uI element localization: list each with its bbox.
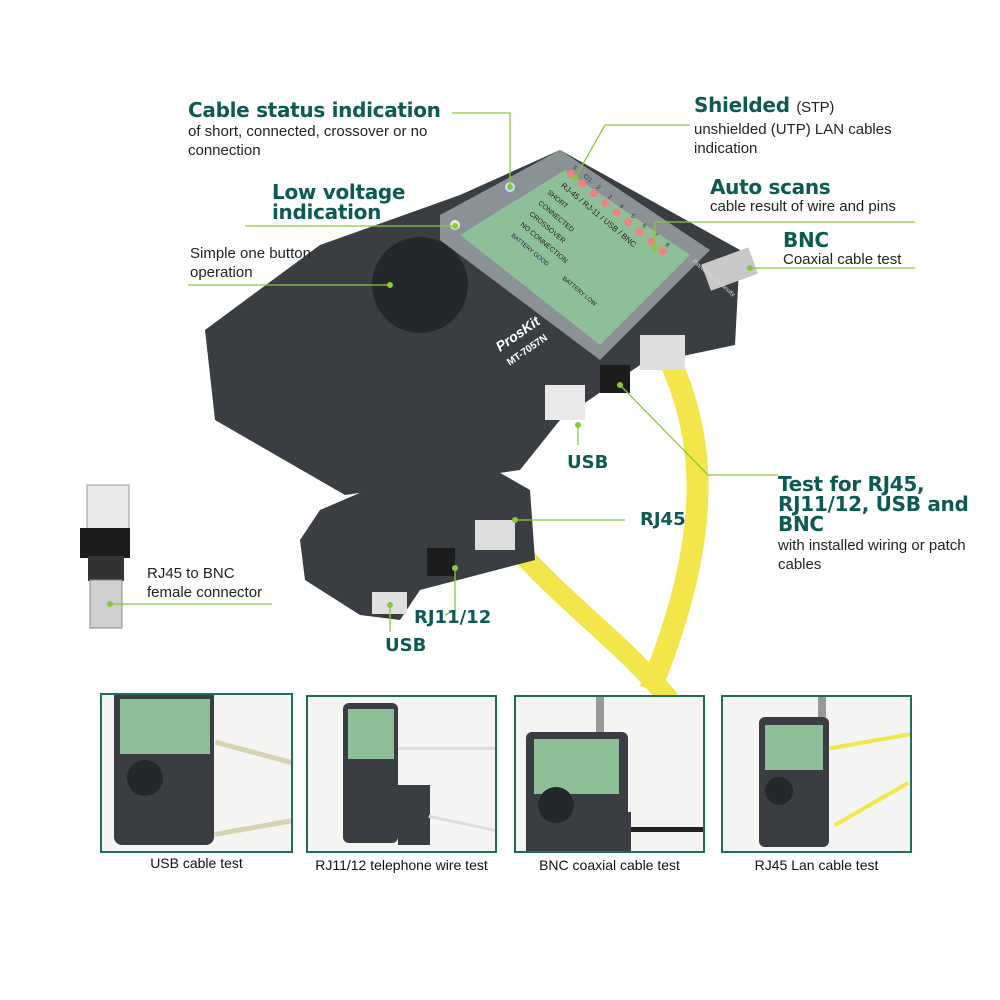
caption-bnc-test: BNC coaxial cable test [539,857,680,873]
usb-remote-label: USB [385,635,427,656]
bnc-text: Coaxial cable test [783,251,902,268]
auto-scans-title: Auto scans [710,175,831,199]
annotation-cable-status: Cable status indication of short, connec… [188,100,468,160]
adapter-text: RJ45 to BNC female connector [147,565,263,601]
caption-rj11-test: RJ11/12 telephone wire test [315,857,488,873]
pin-label-3: 3 [606,194,613,201]
panel-usb-test [100,693,293,853]
main-tester-body: ProsKit MT-7057N S C/1 2 3 4 5 6 7 8 RJ-… [205,150,758,495]
rj45-remote-label: RJ45 [640,509,686,530]
pin-label-6: 6 [641,223,648,230]
pin-labels: S C/1 2 3 4 5 6 7 8 [571,164,671,249]
rj45-to-bnc-adapter [80,484,130,629]
annotation-shielded: Shielded (STP) unshielded (UTP) LAN cabl… [694,95,924,158]
caption-rj45-test: RJ45 Lan cable test [754,857,879,873]
panel-bnc-test [514,695,705,853]
leader-dots [107,175,753,608]
shielded-text: unshielded (UTP) LAN cables indication [694,121,892,157]
rj45-port [640,335,685,370]
caption-usb-test: USB cable test [150,855,243,871]
remote-rj11-port [427,548,455,576]
remote-rj45-port [475,520,515,550]
low-voltage-title: Low voltage indication [272,180,406,224]
annotation-bnc: BNC Coaxial cable test [783,230,901,269]
pin-label-5: 5 [629,213,636,220]
rj11-remote-label: RJ11/12 [414,607,492,628]
pin-label-8: 8 [664,242,671,249]
annotation-test-for: Test for RJ45, RJ11/12, USB and BNC with… [778,474,978,574]
rj11-port [600,365,630,393]
rj45-cable [639,355,709,695]
panel-rj11-test [306,695,497,853]
shielded-title: Shielded [694,93,790,117]
pin-label-4: 4 [618,204,625,211]
bnc-connector [701,247,758,291]
test-for-title: Test for RJ45, RJ11/12, USB and BNC [778,472,969,536]
panel-rj45-test [721,695,912,853]
bnc-title: BNC [783,228,829,252]
pin-leds [566,169,667,256]
pin-label-c1: C/1 [582,173,594,184]
pin-label-7: 7 [652,233,659,240]
auto-scans-text: cable result of wire and pins [710,198,896,215]
remote-unit [300,450,535,620]
one-button-text: Simple one button operation [190,245,311,281]
shielded-suffix: (STP) [796,99,835,116]
pin-label-2: 2 [595,184,602,191]
cable-status-text: of short, connected, crossover or no con… [188,123,428,159]
rj45-cable-remote [502,533,678,707]
leader-lines [110,112,915,632]
test-button[interactable] [372,237,468,333]
annotation-auto-scans: Auto scans cable result of wire and pins [710,177,896,216]
pin-label-s: S [571,164,578,171]
cable-status-title: Cable status indication [188,98,441,122]
test-for-text: with installed wiring or patch cables [778,537,966,573]
usb-main-label: USB [567,452,609,473]
usb-port [545,385,585,420]
